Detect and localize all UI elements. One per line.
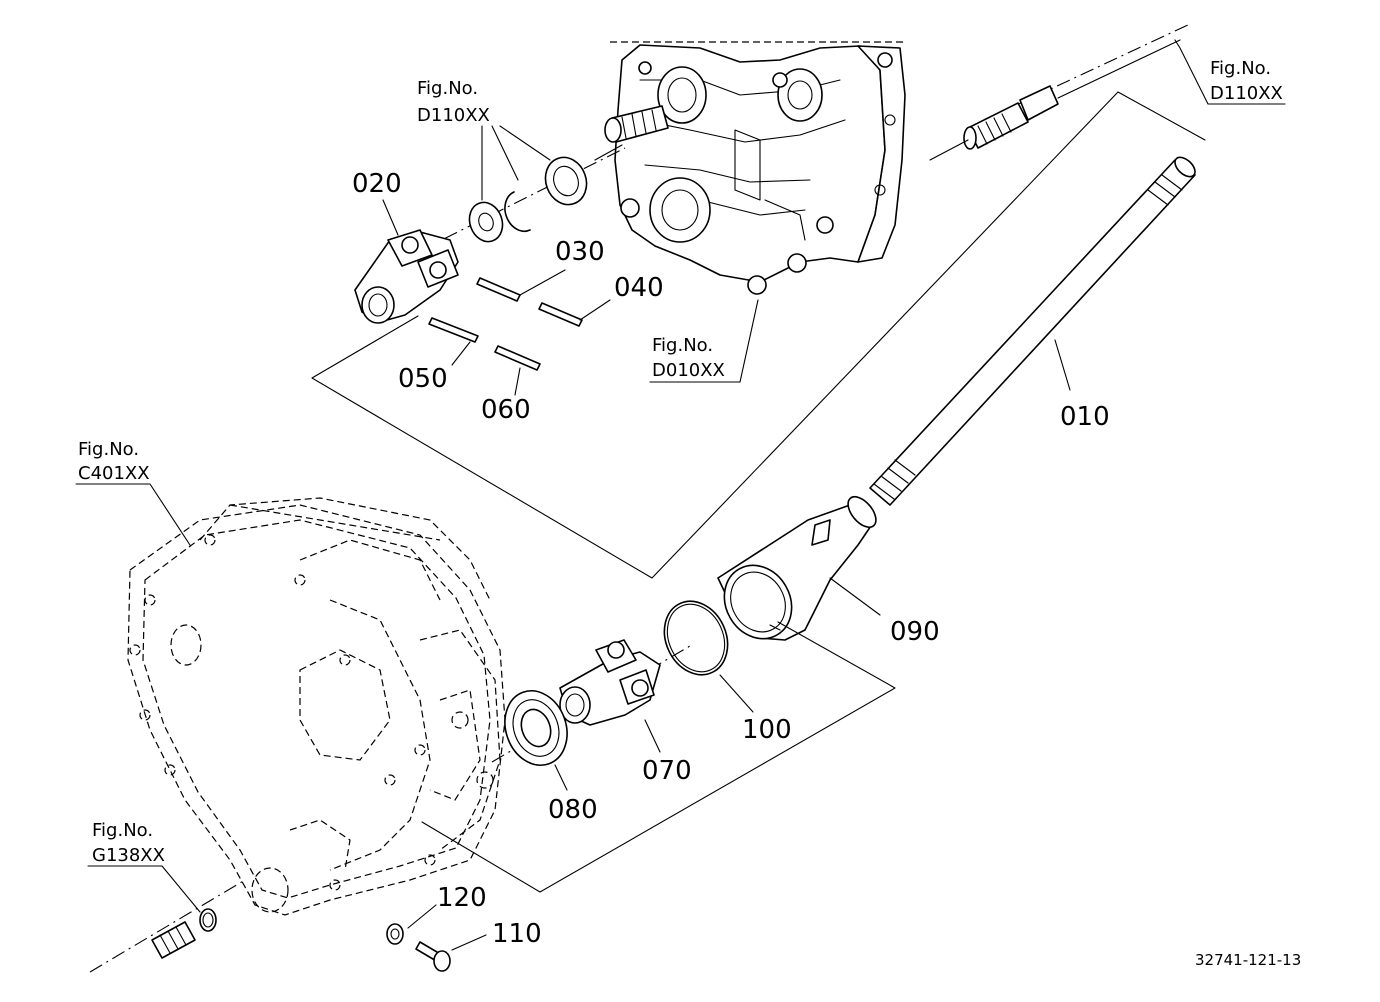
fig-ref-g138xx[interactable]: Fig.No. G138XX xyxy=(92,820,165,866)
svg-text:Fig.No.: Fig.No. xyxy=(652,335,713,356)
svg-text:D010XX: D010XX xyxy=(652,360,725,381)
part-070-universal-joint xyxy=(559,639,661,726)
leader-lines xyxy=(75,39,1286,951)
upper-axis-line xyxy=(397,147,626,263)
part-label-010: 010 xyxy=(1060,402,1110,432)
bottom-axis-line xyxy=(89,879,246,973)
svg-text:G138XX: G138XX xyxy=(92,845,165,866)
svg-text:D110XX: D110XX xyxy=(1210,83,1283,104)
drawing-number: 32741-121-13 xyxy=(1195,951,1301,969)
part-label-120: 120 xyxy=(437,883,487,913)
part-label-040: 040 xyxy=(614,273,664,303)
part-090-cover xyxy=(717,495,877,641)
fig-ref-c401xx[interactable]: Fig.No. C401XX xyxy=(78,439,150,484)
transmission-case xyxy=(594,41,906,295)
part-label-060: 060 xyxy=(481,395,531,425)
part-060-pin xyxy=(494,345,541,371)
fig-ref-d110xx-right[interactable]: Fig.No. D110XX xyxy=(1210,58,1283,104)
part-040-pin xyxy=(538,302,583,327)
part-030-pin xyxy=(476,277,521,302)
svg-text:Fig.No.: Fig.No. xyxy=(1210,58,1271,79)
splined-shaft-upper xyxy=(963,39,1181,150)
part-110-bolt xyxy=(415,941,451,972)
part-label-030: 030 xyxy=(555,237,605,267)
fig-ref-d010xx[interactable]: Fig.No. D010XX xyxy=(652,335,725,381)
clutch-housing xyxy=(127,497,506,916)
part-050-pin xyxy=(428,317,479,343)
part-label-090: 090 xyxy=(890,617,940,647)
g138-shaft-end xyxy=(151,908,217,959)
fig-ref-d110xx-left[interactable]: Fig.No. D110XX xyxy=(417,78,490,126)
part-100-o-ring xyxy=(663,600,729,676)
part-020-universal-joint xyxy=(354,229,459,324)
svg-text:D110XX: D110XX xyxy=(417,105,490,126)
part-label-070: 070 xyxy=(642,756,692,786)
group-outline-upper xyxy=(311,91,1206,579)
part-label-020: 020 xyxy=(352,169,402,199)
part-080-bearing xyxy=(504,690,568,766)
svg-text:Fig.No.: Fig.No. xyxy=(92,820,153,841)
svg-text:Fig.No.: Fig.No. xyxy=(78,439,139,460)
svg-text:C401XX: C401XX xyxy=(78,463,150,484)
group-outline-lower xyxy=(421,621,896,893)
part-label-100: 100 xyxy=(742,715,792,745)
upper-bearing-set xyxy=(468,156,588,243)
part-010-shaft xyxy=(869,156,1196,506)
part-label-080: 080 xyxy=(548,795,598,825)
part-120-washer xyxy=(386,923,404,945)
svg-text:Fig.No.: Fig.No. xyxy=(417,78,478,99)
part-label-050: 050 xyxy=(398,364,448,394)
part-label-110: 110 xyxy=(492,919,542,949)
